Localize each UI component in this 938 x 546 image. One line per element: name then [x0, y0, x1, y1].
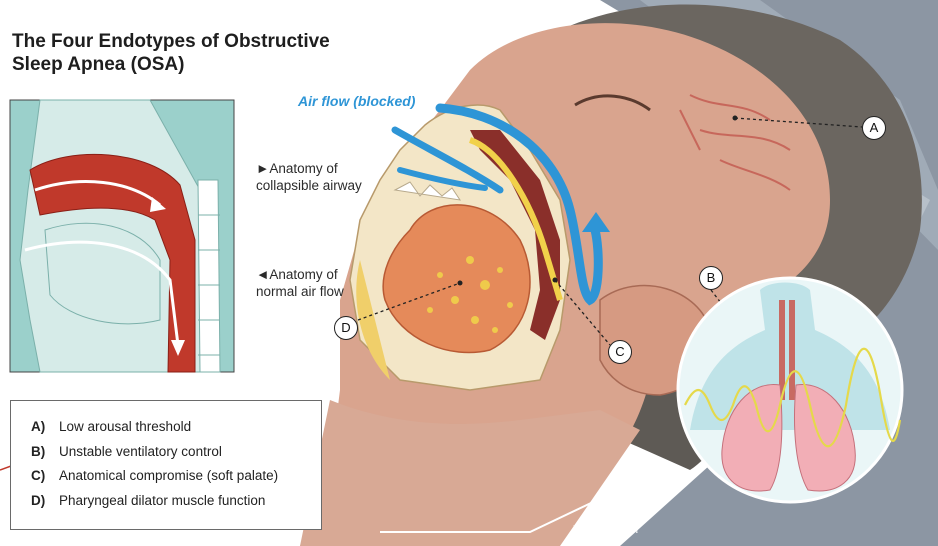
marker-c: C — [608, 340, 632, 364]
legend-key: B) — [31, 444, 59, 459]
artist-signature: Peter Hakkin — [571, 525, 639, 536]
legend-text: Anatomical compromise (soft palate) — [59, 468, 278, 483]
leader-a-dot — [733, 116, 738, 121]
airflow-label: Air flow (blocked) — [298, 93, 415, 109]
marker-d: D — [334, 316, 358, 340]
marker-a: A — [862, 116, 886, 140]
legend-text: Unstable ventilatory control — [59, 444, 222, 459]
inset-spine — [198, 180, 220, 372]
marker-b: B — [699, 266, 723, 290]
legend-key: C) — [31, 468, 59, 483]
legend-item-d: D) Pharyngeal dilator muscle function — [31, 493, 321, 518]
inset-label-normal: ◄Anatomy of normal air flow — [256, 266, 366, 300]
legend-item-c: C) Anatomical compromise (soft palate) — [31, 468, 321, 493]
legend-key: D) — [31, 493, 59, 508]
legend-text: Low arousal threshold — [59, 419, 191, 434]
legend-item-a: A) Low arousal threshold — [31, 419, 321, 444]
inset-label-collapsible: ►Anatomy of collapsible airway — [256, 160, 366, 194]
leader-d-dot — [458, 281, 463, 286]
legend-key: A) — [31, 419, 59, 434]
leader-c-dot — [553, 278, 558, 283]
legend-item-b: B) Unstable ventilatory control — [31, 444, 321, 469]
diagram-title: The Four Endotypes of Obstructive Sleep … — [12, 30, 342, 76]
legend-text: Pharyngeal dilator muscle function — [59, 493, 265, 508]
legend-box: A) Low arousal threshold B) Unstable ven… — [10, 400, 322, 530]
